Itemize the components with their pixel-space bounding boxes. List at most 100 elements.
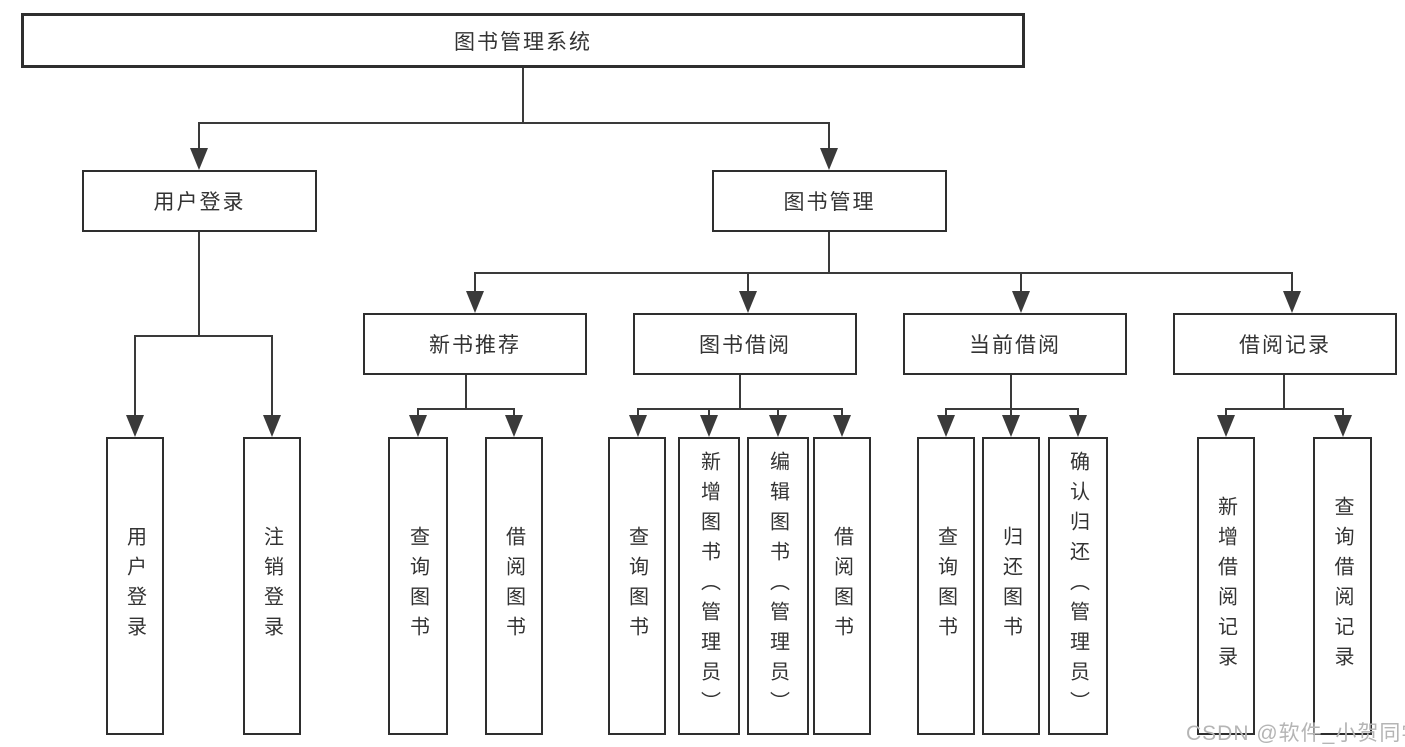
arrowhead-icon [739, 291, 757, 313]
arrowhead-icon [1012, 291, 1030, 313]
arrow-shaft [198, 122, 200, 150]
leaf-edit-books-admin-label: 编辑图书（管理员） [766, 451, 789, 721]
leaf-confirm-return-admin: 确认归还（管理员） [1048, 437, 1108, 735]
node-user-login-label: 用户登录 [153, 191, 246, 214]
connector-level2-hline [198, 122, 830, 124]
node-user-login: 用户登录 [82, 170, 317, 232]
node-borrow-records-label: 借阅记录 [1239, 334, 1331, 357]
arrowhead-icon [1217, 415, 1235, 437]
leaf-borrow-books-label: 借阅图书 [830, 526, 853, 646]
arrow-shaft [1010, 408, 1012, 417]
connector-book-mgmt-stub [828, 232, 830, 272]
arrowhead-icon [769, 415, 787, 437]
connector-user-login-hline [134, 335, 273, 337]
arrow-shaft [841, 408, 843, 417]
leaf-add-borrow-record-label: 新增借阅记录 [1214, 496, 1237, 676]
arrow-shaft [513, 408, 515, 417]
leaf-edit-books-admin: 编辑图书（管理员） [747, 437, 809, 735]
leaf-return-books: 归还图书 [982, 437, 1040, 735]
arrow-to-book-mgmt [820, 122, 838, 170]
arrowhead-icon [820, 148, 838, 170]
leaf-return-books-label: 归还图书 [999, 526, 1022, 646]
arrow-shaft [1342, 408, 1344, 417]
arrowhead-icon [1069, 415, 1087, 437]
arrow-new-books-leaf-2 [505, 408, 523, 437]
arrow-shaft [271, 335, 273, 417]
arrow-shaft [1077, 408, 1079, 417]
node-new-books: 新书推荐 [363, 313, 587, 375]
connector-level3-hline [474, 272, 1292, 274]
leaf-add-books-admin-label: 新增图书（管理员） [697, 451, 720, 721]
arrow-to-leaf-user-login [126, 335, 144, 437]
arrow-to-borrow-records [1283, 272, 1301, 313]
leaf-logout-label: 注销登录 [260, 526, 283, 646]
leaf-query-books-newbooks-label: 查询图书 [406, 526, 429, 646]
arrow-shaft [1020, 272, 1022, 293]
leaf-user-login-label: 用户登录 [123, 526, 146, 646]
arrow-current-borrow-leaf-1 [937, 408, 955, 437]
arrow-shaft [828, 122, 830, 150]
arrow-to-current-borrow [1012, 272, 1030, 313]
arrow-new-books-leaf-1 [409, 408, 427, 437]
arrow-shaft [708, 408, 710, 417]
arrowhead-icon [833, 415, 851, 437]
arrowhead-icon [1334, 415, 1352, 437]
arrow-book-borrow-leaf-4 [833, 408, 851, 437]
node-root-label: 图书管理系统 [454, 30, 592, 54]
leaf-query-borrow-record-label: 查询借阅记录 [1331, 496, 1353, 676]
leaf-query-books-borrow: 查询图书 [608, 437, 666, 735]
connector-borrow-records-hline [1225, 408, 1343, 410]
arrowhead-icon [505, 415, 523, 437]
node-new-books-label: 新书推荐 [429, 334, 521, 357]
connector-borrow-records-stub [1283, 375, 1285, 408]
arrow-current-borrow-leaf-3 [1069, 408, 1087, 437]
arrow-shaft [945, 408, 947, 417]
arrow-to-user-login [190, 122, 208, 170]
arrow-book-borrow-leaf-3 [769, 408, 787, 437]
arrow-borrow-records-leaf-1 [1217, 408, 1235, 437]
leaf-confirm-return-admin-label: 确认归还（管理员） [1066, 451, 1089, 721]
arrow-shaft [474, 272, 476, 293]
leaf-add-borrow-record: 新增借阅记录 [1197, 437, 1255, 735]
arrowhead-icon [466, 291, 484, 313]
arrow-to-leaf-logout [263, 335, 281, 437]
connector-root-stub [522, 68, 524, 122]
connector-book-borrow-hline [637, 408, 843, 410]
arrowhead-icon [937, 415, 955, 437]
leaf-query-books-current: 查询图书 [917, 437, 975, 735]
leaf-logout: 注销登录 [243, 437, 301, 735]
leaf-add-books-admin: 新增图书（管理员） [678, 437, 740, 735]
leaf-query-books-newbooks: 查询图书 [388, 437, 448, 735]
leaf-user-login: 用户登录 [106, 437, 164, 735]
arrow-shaft [747, 272, 749, 293]
arrowhead-icon [629, 415, 647, 437]
node-current-borrow-label: 当前借阅 [969, 334, 1061, 357]
leaf-borrow-books: 借阅图书 [813, 437, 871, 735]
arrowhead-icon [700, 415, 718, 437]
connector-new-books-stub [465, 375, 467, 408]
leaf-query-books-current-label: 查询图书 [934, 526, 957, 646]
arrowhead-icon [263, 415, 281, 437]
arrow-shaft [637, 408, 639, 417]
arrowhead-icon [409, 415, 427, 437]
arrow-current-borrow-leaf-2 [1002, 408, 1020, 437]
leaf-borrow-books-newbooks-label: 借阅图书 [502, 526, 525, 646]
arrowhead-icon [126, 415, 144, 437]
arrow-borrow-records-leaf-2 [1334, 408, 1352, 437]
arrow-shaft [1291, 272, 1293, 293]
arrow-shaft [1225, 408, 1227, 417]
leaf-query-borrow-record: 查询借阅记录 [1313, 437, 1372, 735]
arrow-book-borrow-leaf-2 [700, 408, 718, 437]
csdn-watermark: CSDN @软件_小贺同学 [1186, 722, 1405, 745]
node-book-mgmt-label: 图书管理 [783, 191, 876, 214]
arrow-shaft [777, 408, 779, 417]
connector-book-borrow-stub [739, 375, 741, 408]
arrowhead-icon [1283, 291, 1301, 313]
arrowhead-icon [190, 148, 208, 170]
connector-new-books-hline [417, 408, 514, 410]
connector-user-login-stub [198, 232, 200, 335]
node-borrow-records: 借阅记录 [1173, 313, 1397, 375]
arrow-to-book-borrow [739, 272, 757, 313]
leaf-query-books-borrow-label: 查询图书 [625, 526, 648, 646]
